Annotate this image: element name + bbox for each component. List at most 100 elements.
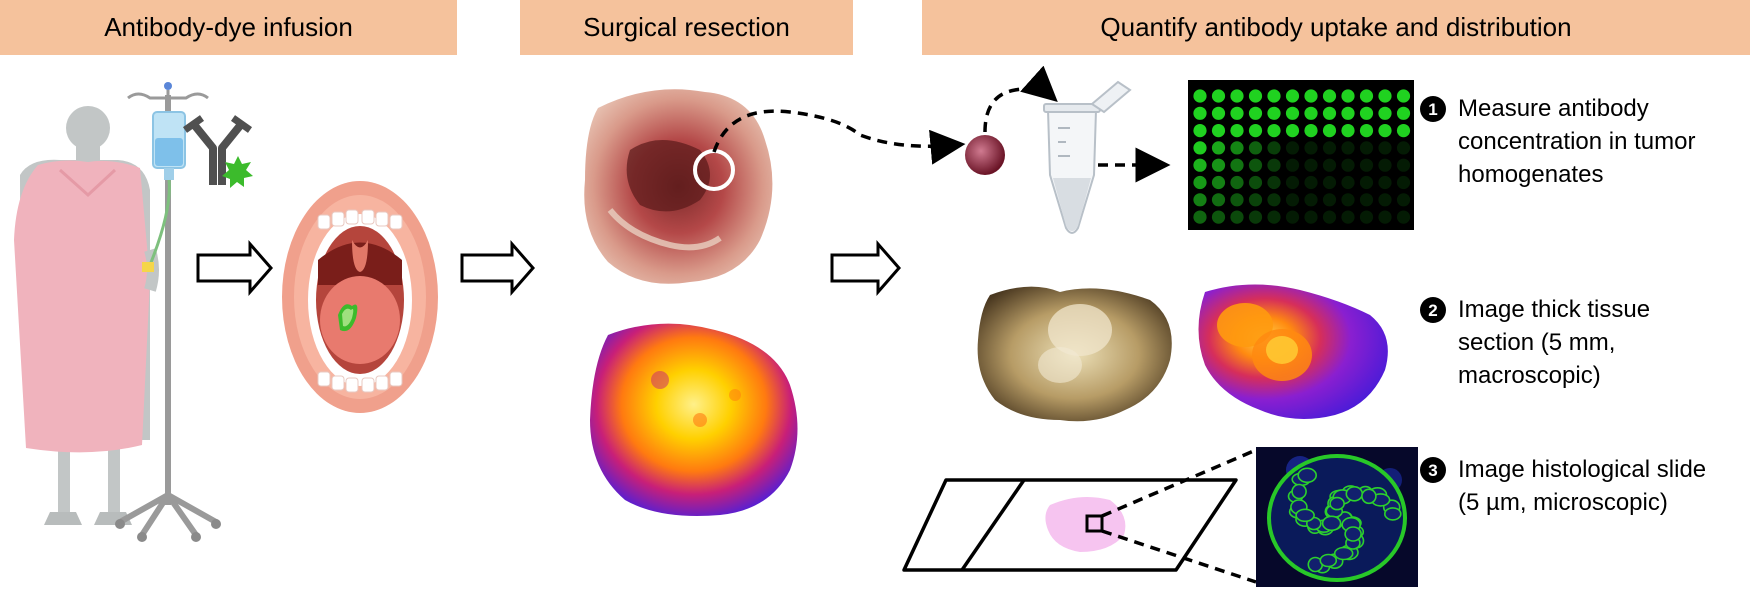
step-3: 3 Image histological slide (5 µm, micros… bbox=[1420, 453, 1745, 519]
plate-well bbox=[1341, 193, 1355, 207]
plate-well bbox=[1267, 175, 1281, 190]
header-resection-label: Surgical resection bbox=[583, 12, 790, 42]
plate-well bbox=[1359, 106, 1374, 120]
plate-well bbox=[1230, 89, 1244, 103]
plate-well bbox=[1230, 141, 1244, 155]
plate-well bbox=[1285, 210, 1300, 224]
plate-well bbox=[1248, 124, 1263, 138]
plate-well bbox=[1211, 193, 1226, 207]
iv-stand bbox=[115, 82, 221, 542]
plate-well bbox=[1378, 193, 1392, 207]
plate-well bbox=[1341, 210, 1355, 224]
well-plate bbox=[1188, 80, 1414, 230]
plate-well bbox=[1230, 210, 1244, 224]
plate-well bbox=[1378, 158, 1392, 172]
cell bbox=[1344, 526, 1362, 542]
cell bbox=[1319, 553, 1338, 568]
plate-well bbox=[1341, 106, 1355, 120]
step-1-text: Measure antibody concentration in tumor … bbox=[1458, 95, 1696, 188]
plate-well bbox=[1359, 89, 1374, 103]
plate-well bbox=[1359, 158, 1374, 172]
plate-well bbox=[1193, 175, 1207, 190]
plate-well bbox=[1248, 175, 1263, 190]
header-quantify-label: Quantify antibody uptake and distributio… bbox=[1100, 12, 1572, 42]
dye-star bbox=[222, 156, 253, 188]
thick-section-photo bbox=[977, 286, 1172, 422]
cell bbox=[1329, 496, 1345, 511]
plate-well bbox=[1359, 175, 1374, 190]
plate-well bbox=[1285, 158, 1300, 172]
microtube bbox=[1043, 80, 1132, 234]
plate-well bbox=[1248, 210, 1263, 224]
thick-section-heatmap bbox=[1198, 284, 1388, 419]
plate-well bbox=[1322, 141, 1337, 155]
plate-well bbox=[1285, 124, 1300, 138]
plate-well bbox=[1248, 141, 1263, 155]
plate-well bbox=[1359, 141, 1374, 155]
plate-well bbox=[1248, 89, 1263, 103]
plate-well bbox=[1341, 89, 1355, 103]
plate-well bbox=[1211, 89, 1226, 103]
plate-well bbox=[1322, 124, 1337, 138]
plate-well bbox=[1193, 124, 1207, 138]
plate-well bbox=[1230, 106, 1244, 120]
cell bbox=[1333, 546, 1354, 561]
plate-well bbox=[1230, 175, 1244, 190]
plate-well bbox=[1267, 124, 1281, 138]
step-2-number: 2 bbox=[1420, 297, 1446, 323]
plate-well bbox=[1267, 106, 1281, 120]
plate-well bbox=[1378, 141, 1392, 155]
plate-well bbox=[1359, 193, 1374, 207]
step-3-number: 3 bbox=[1420, 457, 1446, 483]
plate-well bbox=[1248, 158, 1263, 172]
cell bbox=[1291, 483, 1307, 500]
plate-well bbox=[1193, 106, 1207, 120]
plate-well bbox=[1267, 158, 1281, 172]
plate-well bbox=[1304, 89, 1318, 103]
step-1: 1 Measure antibody concentration in tumo… bbox=[1420, 92, 1740, 191]
plate-well bbox=[1193, 141, 1207, 155]
plate-well bbox=[1211, 210, 1226, 224]
open-mouth bbox=[282, 181, 438, 413]
histology-slide bbox=[902, 478, 1238, 572]
right-arrow bbox=[460, 240, 535, 296]
plate-well bbox=[1341, 141, 1355, 155]
step-1-number: 1 bbox=[1420, 96, 1446, 122]
plate-well bbox=[1304, 141, 1318, 155]
plate-well bbox=[1396, 124, 1411, 138]
plate-well bbox=[1248, 193, 1263, 207]
plate-well bbox=[1341, 175, 1355, 190]
plate-well bbox=[1322, 158, 1337, 172]
plate-well bbox=[1285, 89, 1300, 103]
antibody-icon bbox=[182, 115, 253, 185]
plate-well bbox=[1359, 210, 1374, 224]
plate-well bbox=[1211, 175, 1226, 190]
plate-well bbox=[1193, 210, 1207, 224]
resection-heatmap bbox=[590, 323, 798, 516]
plate-well bbox=[1193, 158, 1207, 172]
plate-well bbox=[1304, 193, 1318, 207]
cell bbox=[1321, 515, 1342, 532]
plate-well bbox=[1285, 106, 1300, 120]
step-2: 2 Image thick tissue section (5 mm, macr… bbox=[1420, 293, 1740, 392]
plate-well bbox=[1378, 89, 1392, 103]
plate-well bbox=[1396, 210, 1411, 224]
cell bbox=[1297, 467, 1317, 484]
plate-well bbox=[1211, 106, 1226, 120]
plate-well bbox=[1193, 193, 1207, 207]
cell bbox=[1384, 507, 1402, 521]
header-infusion: Antibody-dye infusion bbox=[0, 0, 457, 55]
plate-well bbox=[1267, 193, 1281, 207]
cell bbox=[1345, 485, 1364, 502]
plate-well bbox=[1267, 210, 1281, 224]
header-quantify: Quantify antibody uptake and distributio… bbox=[922, 0, 1750, 55]
plate-well bbox=[1322, 89, 1337, 103]
plate-well bbox=[1322, 210, 1337, 224]
patient-figure bbox=[14, 106, 159, 525]
tissue-sample bbox=[965, 135, 1005, 175]
plate-well bbox=[1248, 106, 1263, 120]
plate-well bbox=[1378, 175, 1392, 190]
plate-well bbox=[1304, 158, 1318, 172]
plate-well bbox=[1322, 175, 1337, 190]
